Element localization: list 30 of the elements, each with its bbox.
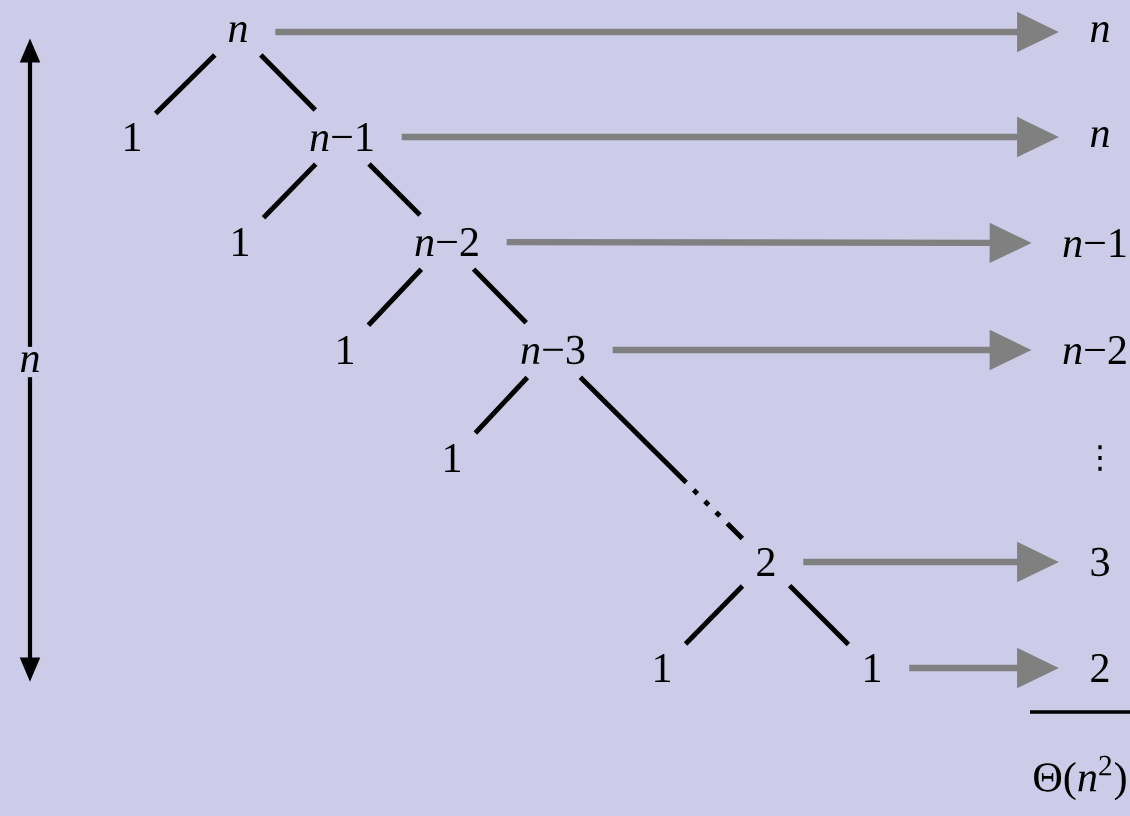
tree-value: n−1: [310, 123, 373, 151]
tree-line: [259, 53, 317, 112]
ellipsis: ⋮: [1098, 445, 1102, 471]
tree-value: 3: [1091, 547, 1109, 577]
tree-line: [473, 375, 530, 435]
tree-value: 1: [865, 654, 880, 682]
tree-line: [153, 53, 217, 116]
tree-line: [367, 162, 422, 217]
tree-value: 1: [125, 123, 140, 151]
tree-value: 1: [233, 228, 248, 256]
tree-value: n−1: [1063, 229, 1126, 257]
tree-value: n: [1091, 127, 1109, 147]
tree-line: [578, 375, 745, 541]
tree-line: [787, 583, 851, 647]
tree-value: 2: [757, 548, 775, 576]
dimension-label: n: [14, 346, 46, 378]
tree-value: n−2: [415, 228, 478, 256]
tree-value: 1: [445, 444, 460, 472]
tree-value: 1: [338, 336, 353, 364]
tree-value: n: [1091, 22, 1109, 42]
total-label: Θ(n$^{2}$): [1034, 755, 1126, 801]
tree-value: n−2: [1063, 336, 1126, 364]
tree-value: 1: [655, 654, 670, 682]
tree-value: n−3: [521, 335, 585, 365]
tree-value: n: [229, 22, 247, 42]
tree-line: [261, 162, 318, 220]
tree-line: [471, 267, 528, 325]
tree-line: [366, 267, 424, 327]
tree-line: [683, 584, 745, 646]
tree-value: 2: [1091, 654, 1109, 682]
